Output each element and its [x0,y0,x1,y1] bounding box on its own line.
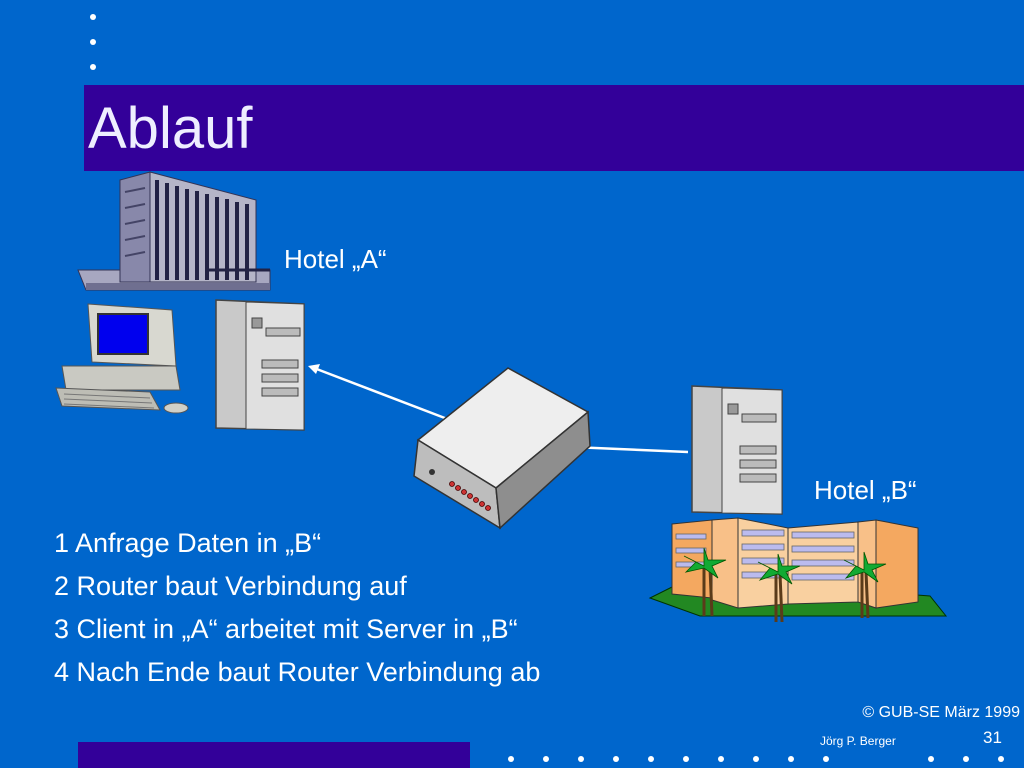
hotel-b-resort-icon [648,517,948,623]
title-bar [84,85,1024,171]
hotel-a-building-icon [77,171,271,291]
client-computer-icon [55,303,189,414]
step-item: 1 Anfrage Daten in „B“ [54,528,322,558]
step-item: 4 Nach Ende baut Router Verbindung ab [54,657,541,687]
hotel-a-label: Hotel „A“ [284,244,387,274]
server-a-icon [215,299,305,431]
step-item: 2 Router baut Verbindung auf [54,571,407,601]
footer-bar [78,742,470,768]
process-steps-list: 1 Anfrage Daten in „B“ 2 Router baut Ver… [54,522,540,694]
slide-title: Ablauf [88,96,253,161]
arrow-head-icon [308,364,320,374]
server-b-icon [691,385,783,515]
router-icon [413,367,591,530]
connection-line-a [313,366,451,422]
step-item: 3 Client in „A“ arbeitet mit Server in „… [54,614,518,644]
hotel-b-label: Hotel „B“ [814,475,917,505]
connection-line-b [571,445,689,454]
page-number: 31 [983,728,1002,747]
copyright-notice: © GUB-SE März 1999 [862,704,1020,721]
author-name: Jörg P. Berger [820,734,896,748]
